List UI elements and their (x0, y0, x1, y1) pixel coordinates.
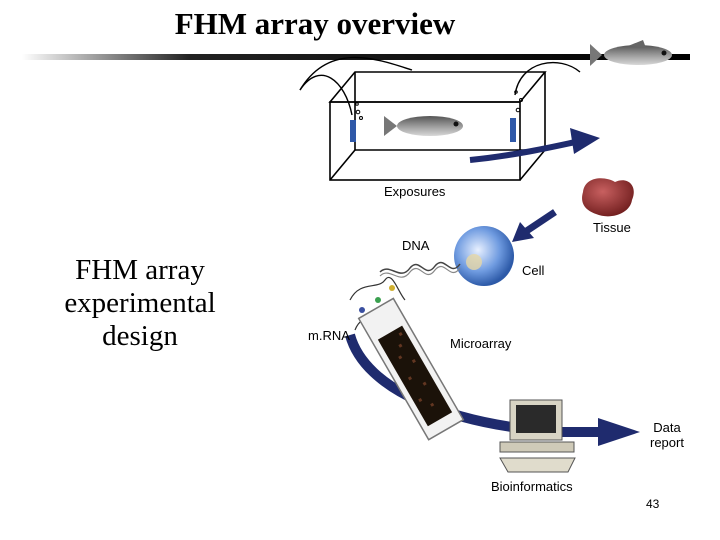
label-bioinformatics: Bioinformatics (491, 479, 573, 494)
label-microarray: Microarray (450, 336, 512, 351)
label-tissue: Tissue (593, 220, 631, 235)
side-caption-line-3: design (102, 320, 178, 352)
side-caption-line-1: FHM array (75, 254, 205, 286)
label-dna: DNA (402, 238, 430, 253)
fish-image-tank (384, 116, 463, 136)
side-caption: FHM array experimental design (40, 254, 240, 353)
exposure-tank (328, 71, 547, 181)
label-data-report-line-2: report (650, 435, 684, 450)
label-mrna: m.RNA (308, 328, 350, 343)
inflow-hose-left (299, 74, 353, 116)
arrow-tissue-to-cell (523, 209, 557, 235)
computer-image (499, 399, 576, 473)
slide-title: FHM array overview (174, 6, 456, 41)
inflow-hose-top (299, 56, 413, 91)
label-cell: Cell (522, 263, 545, 278)
tissue-image (582, 178, 634, 217)
bubbler-left (350, 102, 363, 142)
side-caption-line-2: experimental (64, 287, 216, 319)
label-data-report: Data report (650, 420, 684, 450)
label-data-report-line-1: Data (653, 420, 681, 435)
page-number: 43 (646, 497, 660, 511)
bubbler-right (510, 90, 523, 142)
label-exposures: Exposures (384, 184, 446, 199)
cell-image (454, 226, 514, 286)
fish-image-top (590, 40, 672, 66)
microarray-slide-image (357, 297, 465, 441)
inflow-hose-right (514, 61, 581, 96)
dna-strand (379, 261, 461, 274)
